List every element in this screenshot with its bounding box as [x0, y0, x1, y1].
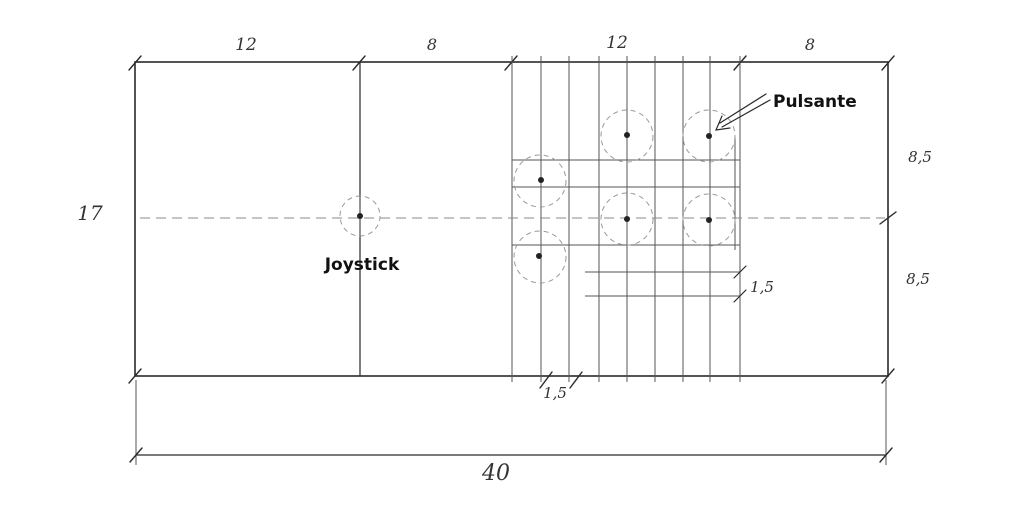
joystick-symbol — [339, 195, 381, 237]
tick-bottom-3 — [569, 371, 583, 389]
dim-right-lower: 8,5 — [906, 270, 930, 288]
tick-right-small-a — [733, 265, 747, 279]
tick-bottom-2 — [539, 371, 553, 389]
tick-right-mid — [879, 211, 897, 225]
dim-height: 17 — [77, 201, 103, 225]
dim-top-3: 12 — [606, 33, 628, 53]
dim-right-upper: 8,5 — [908, 148, 932, 166]
tick-bottom-1 — [881, 368, 895, 384]
dim-top-2: 8 — [427, 35, 437, 54]
dim-right-small: 1,5 — [750, 278, 774, 296]
tick-top-4 — [881, 55, 895, 71]
button-circles — [513, 109, 736, 284]
dim-total-width: 40 — [481, 461, 510, 486]
pulsante-arrow — [715, 93, 771, 131]
tick-bottom-0 — [128, 368, 142, 384]
dim-top-4: 8 — [805, 35, 815, 54]
joystick-label: Joystick — [324, 255, 400, 275]
dim-bottom-small: 1,5 — [543, 384, 567, 402]
tick-top-0 — [128, 55, 142, 71]
pulsante-label: Pulsante — [773, 92, 857, 112]
tick-top-1 — [352, 55, 366, 71]
tick-top-2 — [504, 55, 518, 71]
tick-right-small-b — [733, 289, 747, 303]
tick-total-left — [129, 447, 143, 463]
dim-top-1: 12 — [235, 35, 257, 55]
tick-total-right — [879, 447, 893, 463]
